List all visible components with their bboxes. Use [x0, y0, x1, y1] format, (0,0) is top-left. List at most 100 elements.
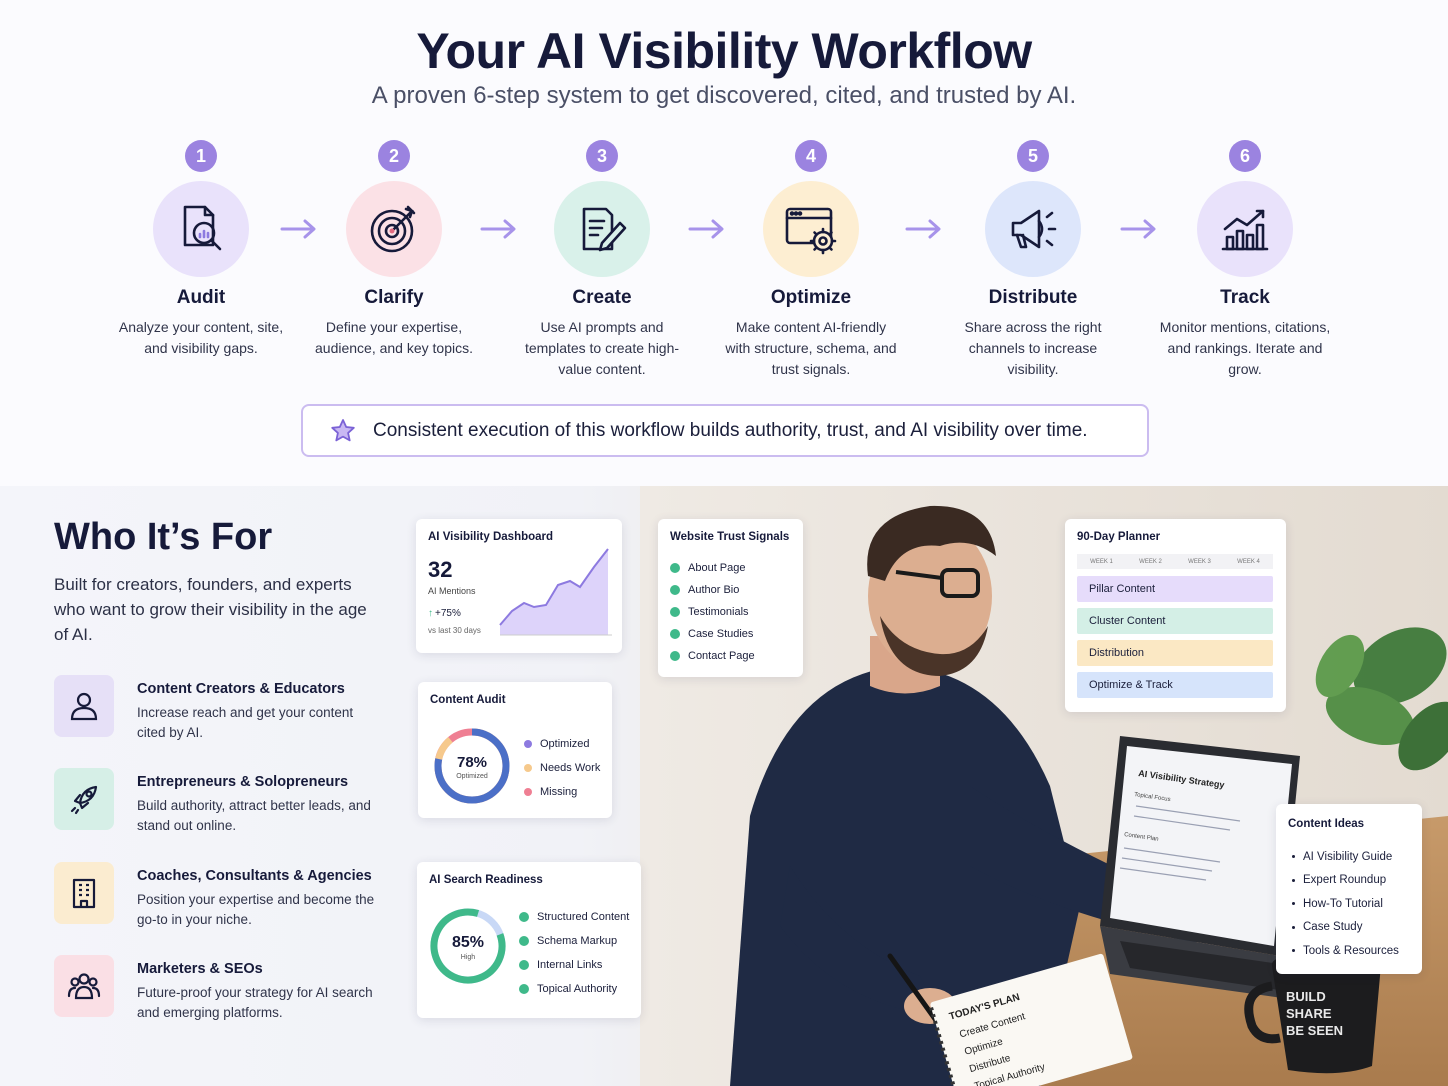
check-icon — [670, 651, 680, 661]
check-icon — [670, 607, 680, 617]
list-item: Contact Page — [670, 645, 755, 667]
bar-chart-growth-icon — [1221, 209, 1269, 251]
list-item: Tools & Resources — [1292, 939, 1399, 963]
ai-visibility-dashboard-card: AI Visibility Dashboard 32 AI Mentions ↑… — [416, 519, 622, 653]
readiness-list: Structured Content Schema Markup Interna… — [519, 905, 629, 1001]
step-number: 4 — [795, 140, 827, 172]
star-icon — [331, 418, 355, 441]
audience-icon-box — [54, 768, 114, 830]
ideas-list: AI Visibility Guide Expert Roundup How-T… — [1292, 845, 1399, 963]
list-item: Internal Links — [519, 953, 629, 977]
audience-desc: Build authority, attract better leads, a… — [137, 798, 371, 833]
audience-icon-box — [54, 675, 114, 737]
mug-text: SHARE — [1286, 1006, 1332, 1021]
page-title: Your AI Visibility Workflow — [416, 23, 1032, 79]
arrow-right-icon — [280, 219, 316, 239]
legend-item: Needs Work — [524, 756, 600, 780]
step-desc: Use AI prompts and templates to create h… — [524, 319, 680, 377]
step-optimize: 4 Optimize Make content AI-friendly with… — [711, 140, 911, 380]
who-its-for-section: Who It’s For Built for creators, founder… — [0, 486, 1448, 1086]
page-subtitle: A proven 6-step system to get discovered… — [371, 82, 1077, 109]
rocket-icon — [70, 785, 98, 815]
card-title: 90-Day Planner — [1077, 531, 1161, 543]
target-icon — [370, 205, 416, 253]
step-icon-circle — [1197, 181, 1293, 277]
check-icon — [519, 960, 529, 970]
step-track: 6 Track Monitor mentions, citations, and… — [1145, 140, 1345, 380]
step-distribute: 5 Distribute Share across the right chan… — [933, 140, 1133, 380]
team-icon — [67, 973, 101, 1000]
audience-icon-box — [54, 955, 114, 1017]
mug: BUILD SHARE BE SEEN — [1244, 956, 1381, 1074]
step-number: 2 — [378, 140, 410, 172]
planner-row: Optimize & Track — [1077, 672, 1273, 698]
step-audit: 1 Audit Analyze your content, site, and … — [101, 140, 301, 359]
audience-title: Entrepreneurs & Solopreneurs — [137, 774, 349, 790]
section-desc: Built for creators, founders, and expert… — [54, 575, 367, 644]
step-create: 3 Create Use AI prompts and templates to… — [502, 140, 702, 380]
list-item: Schema Markup — [519, 929, 629, 953]
donut-chart-icon — [434, 728, 510, 804]
audience-title: Coaches, Consultants & Agencies — [137, 868, 372, 884]
audience-title: Content Creators & Educators — [137, 681, 345, 697]
planner-row: Cluster Content — [1077, 608, 1273, 634]
audit-legend: Optimized Needs Work Missing — [524, 732, 600, 804]
step-name: Audit — [176, 287, 226, 308]
step-name: Distribute — [988, 287, 1078, 308]
check-icon — [519, 936, 529, 946]
step-desc: Share across the right channels to incre… — [964, 319, 1102, 377]
legend-item: Optimized — [524, 732, 600, 756]
audience-desc: Future-proof your strategy for AI search… — [137, 985, 373, 1020]
card-title: AI Visibility Dashboard — [428, 531, 554, 543]
step-desc: Define your expertise, audience, and key… — [315, 319, 473, 356]
audience-desc: Increase reach and get your content cite… — [137, 705, 354, 740]
arrow-right-icon — [688, 219, 724, 239]
step-desc: Make content AI-friendly with structure,… — [725, 319, 897, 377]
list-item: AI Visibility Guide — [1292, 845, 1399, 869]
user-icon — [70, 692, 98, 721]
trust-list: About Page Author Bio Testimonials Case … — [670, 557, 755, 667]
step-desc: Monitor mentions, citations, and ranking… — [1159, 319, 1331, 377]
step-icon-circle — [985, 181, 1081, 277]
building-icon — [72, 878, 96, 909]
mentions-label: AI Mentions — [428, 586, 476, 596]
laptop-line: Topical Focus — [1134, 792, 1171, 803]
check-icon — [670, 629, 680, 639]
notebook: TODAY'S PLAN Create Content Optimize Dis… — [929, 953, 1133, 1086]
banner-text: Consistent execution of this workflow bu… — [373, 419, 1088, 441]
step-number: 3 — [586, 140, 618, 172]
check-icon — [670, 585, 680, 595]
step-desc: Analyze your content, site, and visibili… — [118, 319, 284, 356]
mentions-change: +75% — [435, 608, 461, 619]
section-title: Who It’s For — [54, 516, 273, 558]
mentions-period: vs last 30 days — [428, 626, 481, 635]
check-icon — [519, 912, 529, 922]
legend-item: Missing — [524, 780, 600, 804]
list-item: How-To Tutorial — [1292, 892, 1399, 916]
area-chart-icon — [499, 548, 612, 636]
check-icon — [519, 984, 529, 994]
plant — [1315, 627, 1448, 771]
list-item: Topical Authority — [519, 977, 629, 1001]
list-item: Expert Roundup — [1292, 869, 1399, 893]
card-title: Content Audit — [430, 694, 506, 706]
content-audit-card: Content Audit 78% Optimized Optimized Ne… — [418, 682, 612, 818]
check-icon — [670, 563, 680, 573]
audit-magnifier-icon — [183, 205, 222, 251]
audience-title: Marketers & SEOs — [137, 961, 263, 977]
step-clarify: 2 Clarify Define your expertise, audienc… — [294, 140, 494, 359]
step-name: Track — [1220, 287, 1270, 308]
audit-value: 78% — [456, 754, 488, 771]
step-icon-circle — [763, 181, 859, 277]
list-item: Testimonials — [670, 601, 755, 623]
audit-sub: Optimized — [456, 773, 488, 780]
list-item: Case Study — [1292, 916, 1399, 940]
step-icon-circle — [346, 181, 442, 277]
step-icon-circle — [153, 181, 249, 277]
audience-desc: Position your expertise and become the g… — [137, 892, 375, 927]
readiness-gauge-icon — [430, 908, 506, 984]
list-item: Case Studies — [670, 623, 755, 645]
card-title: Website Trust Signals — [670, 531, 790, 543]
